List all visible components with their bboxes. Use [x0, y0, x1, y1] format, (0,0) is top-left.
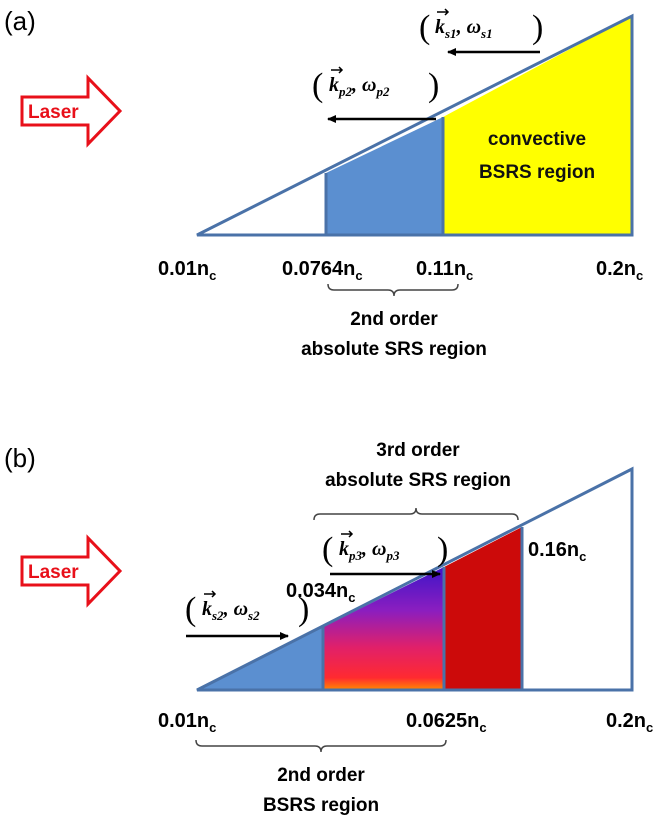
- omega-sub-s2: s2: [247, 608, 260, 623]
- convective-bsrs-region-fill: [443, 16, 632, 235]
- panel-b: (b) Laser 3rd order absolute SRS region …: [4, 440, 653, 816]
- panel-b-tag: (b): [4, 443, 36, 473]
- k-symbol-p3: k: [339, 538, 349, 560]
- brace-2nd-order-a: [327, 283, 459, 297]
- brace-b-line-1: 2nd order: [277, 765, 365, 786]
- wave-vector-s1: ( ks1, ωs1 ): [419, 8, 543, 56]
- density-label-016: 0.16nc: [528, 539, 586, 564]
- brace-2nd-order-b: [195, 739, 447, 753]
- brace-a-line-2: absolute SRS region: [301, 339, 487, 360]
- svg-text:(: (: [419, 9, 430, 46]
- omega-s1: ω: [467, 16, 481, 38]
- absolute-srs-region-fill: [326, 117, 443, 235]
- svg-text:ks1, ωs1: ks1, ωs1: [435, 16, 493, 41]
- svg-text:(: (: [322, 531, 333, 568]
- density-label-00625: 0.0625nc: [406, 710, 487, 735]
- absolute-3rd-order-gradient-fill: [323, 567, 444, 690]
- laser-arrow-a: Laser: [20, 74, 123, 148]
- wave-vector-p3: ( kp3, ωp3 ): [322, 530, 448, 578]
- brace-3rd-order: [313, 507, 519, 521]
- svg-text:): ): [437, 531, 448, 568]
- omega-p2: ω: [362, 74, 376, 96]
- svg-text:): ): [532, 9, 543, 46]
- bsrs-region-label: BSRS region: [479, 162, 595, 183]
- svg-text:(: (: [312, 67, 323, 104]
- omega-sub-p2: p2: [375, 84, 390, 99]
- wave-vector-s2: ( ks2, ωs2 ): [185, 590, 309, 640]
- laser-label: Laser: [28, 562, 79, 583]
- omega-sub-s1: s1: [480, 26, 493, 41]
- panel-a-tag: (a): [4, 6, 36, 36]
- svg-text:kp2, ωp2: kp2, ωp2: [329, 74, 390, 99]
- svg-text:(: (: [185, 591, 196, 628]
- omega-sub-p3: p3: [385, 548, 400, 563]
- density-triangle-outline: [196, 466, 634, 692]
- laser-arrow-b: Laser: [20, 534, 123, 608]
- top-brace-line-2: absolute SRS region: [325, 470, 511, 491]
- density-label-02: 0.2nc: [606, 710, 653, 735]
- density-label-02: 0.2nc: [596, 258, 643, 283]
- brace-a-line-1: 2nd order: [350, 309, 438, 330]
- wave-vector-p2: ( kp2, ωp2 ): [312, 66, 439, 123]
- k-sub-s2: s2: [211, 608, 224, 623]
- k-sub-p2: p2: [338, 84, 353, 99]
- k-sub-p3: p3: [348, 548, 363, 563]
- top-brace-line-1: 3rd order: [376, 440, 460, 461]
- omega-p3: ω: [372, 538, 386, 560]
- k-symbol-s1: k: [435, 16, 445, 38]
- absolute-3rd-order-red-fill: [444, 527, 522, 690]
- laser-arrow-shape: [20, 74, 123, 148]
- omega-s2: ω: [234, 598, 248, 620]
- convective-label: convective: [488, 129, 586, 150]
- brace-b-line-2: BSRS region: [263, 795, 379, 816]
- density-label-00764: 0.0764nc: [282, 258, 363, 283]
- panel-a: (a) Laser convective BSRS region ( ks1, …: [4, 6, 643, 360]
- density-triangle-outline: [196, 13, 634, 237]
- svg-text:kp3, ωp3: kp3, ωp3: [339, 538, 400, 563]
- laser-arrow-shape: [20, 534, 123, 608]
- svg-text:): ): [298, 591, 309, 628]
- k-sub-s1: s1: [444, 26, 457, 41]
- density-label-0034: 0.034nc: [286, 580, 356, 605]
- k-symbol-p2: k: [329, 74, 339, 96]
- laser-label: Laser: [28, 102, 79, 123]
- density-label-001: 0.01nc: [158, 710, 216, 735]
- svg-text:): ): [428, 67, 439, 104]
- density-label-001: 0.01nc: [158, 258, 216, 283]
- density-label-011: 0.11nc: [416, 258, 473, 283]
- svg-text:ks2, ωs2: ks2, ωs2: [202, 598, 260, 623]
- k-symbol-s2: k: [202, 598, 212, 620]
